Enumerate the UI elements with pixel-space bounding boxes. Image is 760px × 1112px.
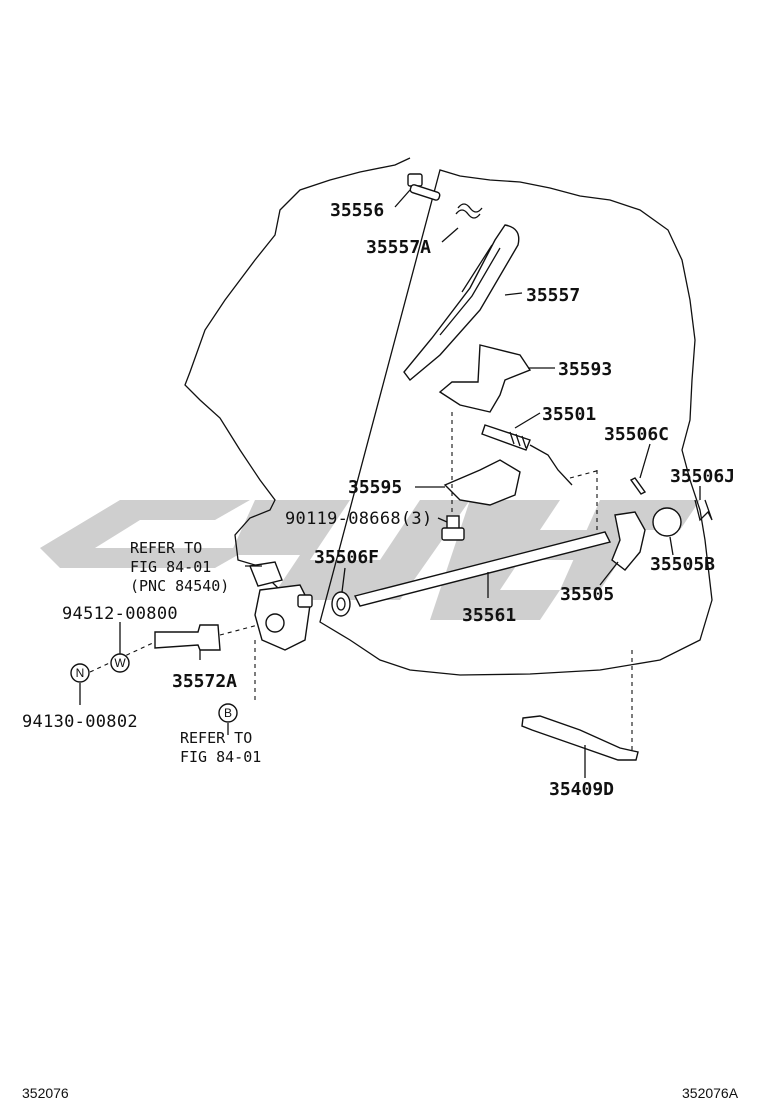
marker-w: W (110, 653, 130, 673)
spring-35557A (455, 203, 483, 219)
callout-35572A[interactable]: 35572A (172, 671, 237, 692)
bolt-90119 (441, 515, 465, 541)
bracket-35595 (443, 459, 521, 506)
callout-94130[interactable]: 94130-00802 (22, 712, 138, 732)
rod-35501 (481, 424, 573, 486)
reference-note-1[interactable]: REFER TO FIG 84-01 (PNC 84540) (130, 539, 229, 595)
plate-35572A (154, 624, 221, 651)
callout-35505[interactable]: 35505 (560, 584, 614, 605)
marker-w-text: W (114, 656, 126, 670)
ref1-line2: FIG 84-01 (130, 558, 211, 576)
ref1-line1: REFER TO (130, 539, 202, 557)
marker-b-text: B (224, 706, 232, 720)
bolt-35556 (407, 173, 441, 201)
callout-90119[interactable]: 90119-08668(3) (285, 509, 433, 529)
callout-35505B[interactable]: 35505B (650, 554, 715, 575)
bracket-35593 (438, 344, 532, 413)
footer-right-code: 352076A (682, 1085, 739, 1101)
marker-n-text: N (76, 666, 85, 680)
callout-35557A[interactable]: 35557A (366, 237, 431, 258)
callout-35506C[interactable]: 35506C (604, 424, 669, 445)
ref1-line3: (PNC 84540) (130, 577, 229, 595)
footer-left-code: 352076 (22, 1085, 69, 1101)
bushing-35505B (652, 507, 682, 537)
callout-35501[interactable]: 35501 (542, 404, 596, 425)
clip-35506J (694, 499, 713, 522)
ref2-line1: REFER TO (180, 729, 252, 747)
pin-35506C (629, 477, 647, 495)
marker-b: B (218, 703, 238, 723)
callout-35556[interactable]: 35556 (330, 200, 384, 221)
seal-inner (336, 597, 346, 611)
callout-35506F[interactable]: 35506F (314, 547, 379, 568)
switch-assembly (249, 561, 313, 651)
callout-35409D[interactable]: 35409D (549, 779, 614, 800)
callout-35595[interactable]: 35595 (348, 477, 402, 498)
callout-35593[interactable]: 35593 (558, 359, 612, 380)
marker-n: N (70, 663, 90, 683)
callout-35561[interactable]: 35561 (462, 605, 516, 626)
reference-note-2[interactable]: REFER TO FIG 84-01 (180, 729, 261, 766)
case-outline (184, 157, 713, 676)
lever-35557 (403, 224, 520, 382)
leader-lines (79, 189, 701, 778)
lever-slot (439, 244, 501, 336)
callout-35557[interactable]: 35557 (526, 285, 580, 306)
lever-35409D (521, 715, 639, 761)
callout-35506J[interactable]: 35506J (670, 466, 735, 487)
ref2-line2: FIG 84-01 (180, 748, 261, 766)
callout-94512[interactable]: 94512-00800 (62, 604, 178, 624)
seal-35506F (331, 591, 351, 617)
dash-lines (89, 412, 633, 752)
lever-35505 (611, 511, 646, 571)
shaft-35561 (353, 531, 612, 607)
